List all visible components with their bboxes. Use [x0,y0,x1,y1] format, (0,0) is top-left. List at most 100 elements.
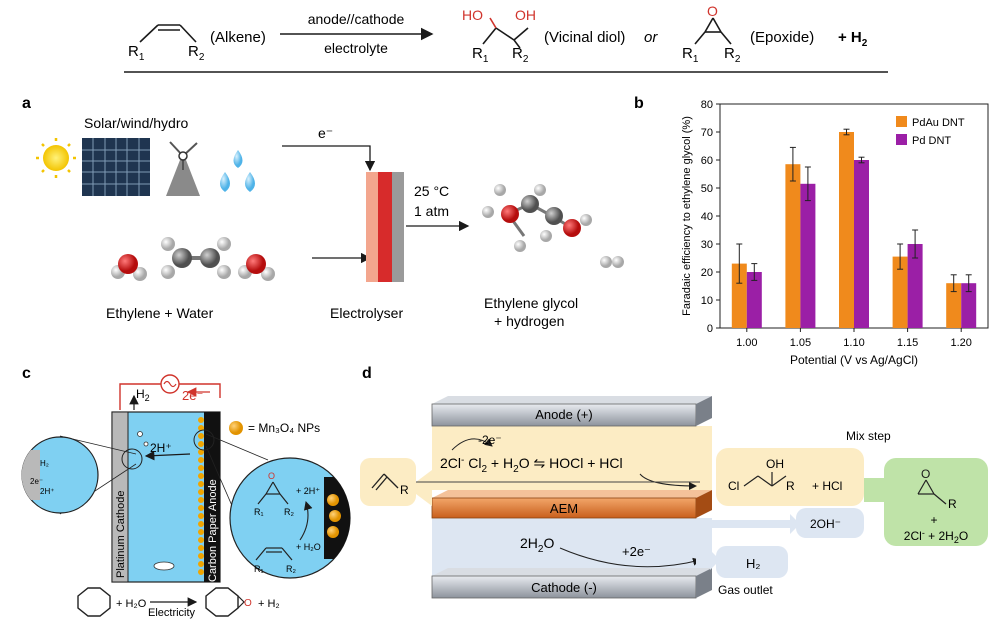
plus-h2-out-label: + H₂ [258,598,280,610]
bar-pd-dnt [907,244,923,328]
product-r-label: R [948,497,957,511]
hocl-arrow [639,473,697,490]
zoom-h2: H₂ [40,459,49,468]
chloro-r: R [786,479,795,493]
epoxide-structure [694,17,732,45]
cathode-label: Cathode (-) [531,580,597,595]
nanoparticle-dot [198,465,204,471]
plus-h2-label: + H2 [838,29,868,49]
hydrogen-molecule [600,256,624,268]
y-tick-label: 80 [701,99,713,111]
x-tick-label: 1.00 [736,337,757,349]
nanoparticle-dot [198,553,204,559]
chloro-oh: OH [766,457,784,471]
chlorohydrin-structure [743,472,787,487]
anode-zoom-marker [193,429,215,451]
hydroxide-label: 2OH⁻ [810,517,841,531]
byproducts-label: 2Cl- + 2H2O [904,528,968,545]
diol-r2: R2 [512,45,529,65]
electricity-label: Electricity [148,607,196,619]
epoxide-product-box [884,458,988,546]
product-epoxide-structure [917,479,947,505]
h2-vent-label: H2 [136,387,150,403]
y-tick-label: 50 [701,183,713,195]
alkene-feed-box [360,458,416,506]
ethylene-glycol-molecule [482,184,592,252]
hydrogen-box [716,546,788,578]
y-tick-label: 70 [701,127,713,139]
x-tick-label: 1.20 [950,337,971,349]
chlorohydrin-box [716,448,864,506]
epoxide-r2: R2 [724,45,741,65]
x-tick-label: 1.05 [790,337,811,349]
power-source-icon [160,374,180,394]
cathode-zoom-circle [21,436,99,514]
legend-swatch [896,116,907,127]
mix-step-label: Mix step [846,429,891,443]
nanoparticle-column [198,417,204,575]
reduction-arrow [559,547,701,568]
bar-pdau-dnt [785,164,801,328]
y-tick-label: 30 [701,239,713,251]
zoom-o: O [268,471,275,481]
diol-r1: R1 [472,45,489,65]
bar-pd-dnt [961,283,977,328]
bar-pd-dnt [854,160,869,328]
solar-panel-icon [82,138,150,196]
panel-c-label: c [22,365,31,382]
legend-label: PdAu DNT [912,117,965,129]
wind-turbine-icon [166,141,200,196]
nanoparticle-dot [198,505,204,511]
chloro-cl: Cl [728,479,739,493]
gas-flow-arrow [696,550,720,570]
nanoparticle-dot [198,433,204,439]
cathode-zoom-marker [121,448,143,470]
zoom-2e: 2e⁻ [30,477,43,486]
reactants-label: Ethylene + Water [106,305,214,321]
bar-pdau-dnt [731,263,747,328]
arrow-top-label: anode//cathode [308,11,405,27]
nanoparticle-dot [198,473,204,479]
bar-pdau-dnt [839,132,854,328]
bar-pd-dnt [800,183,816,328]
y-tick-label: 40 [701,211,713,223]
cathode-compartment [432,518,712,576]
plus-h2o-label: + H₂O [116,598,147,610]
diol-structure [482,17,529,49]
bar-pdau-dnt [946,283,962,328]
y-axis-label: Faradaic efficiency to ethylene glycol (… [681,116,693,316]
nanoparticle-dot [198,537,204,543]
energy-sources-label: Solar/wind/hydro [84,115,188,131]
nanoparticle-dot [198,569,204,575]
product-plus: + [930,513,937,527]
or-label: or [644,29,658,46]
aem-label: AEM [550,501,578,516]
oxidation-arrow [451,438,493,451]
stir-bar-icon [153,561,175,571]
product-o-label: O [921,467,930,481]
legend-swatch [896,134,907,145]
anode-zoom-circle [229,457,351,579]
anode-plate [431,396,712,427]
cathode-plate [431,568,712,599]
temperature-label: 25 °C [414,183,449,199]
y-tick-label: 10 [701,295,713,307]
anode-compartment [432,426,712,490]
zoom-r1-alkene: R₁ [254,564,264,574]
sun-icon [36,138,76,178]
nanoparticle-dot [198,521,204,527]
epoxide-label: (Epoxide) [750,29,814,46]
panel-d: d Anode (+) -2e⁻ 2Cl- Cl2 + H2O ⇋ HOCl +… [360,365,988,599]
water-molecule-left [111,254,147,281]
ethylene-molecule [161,237,231,279]
anode-label: Carbon Paper Anode [207,479,219,582]
circuit-2e-label: 2e⁻ [182,388,203,403]
bar-pdau-dnt [892,256,908,328]
zoom-r2-alkene: R₂ [286,564,296,574]
nanoparticle-dot [198,417,204,423]
alkene-label: (Alkene) [210,29,266,46]
diol-oh: OH [515,7,536,23]
hydrogen-label: H₂ [746,556,760,571]
